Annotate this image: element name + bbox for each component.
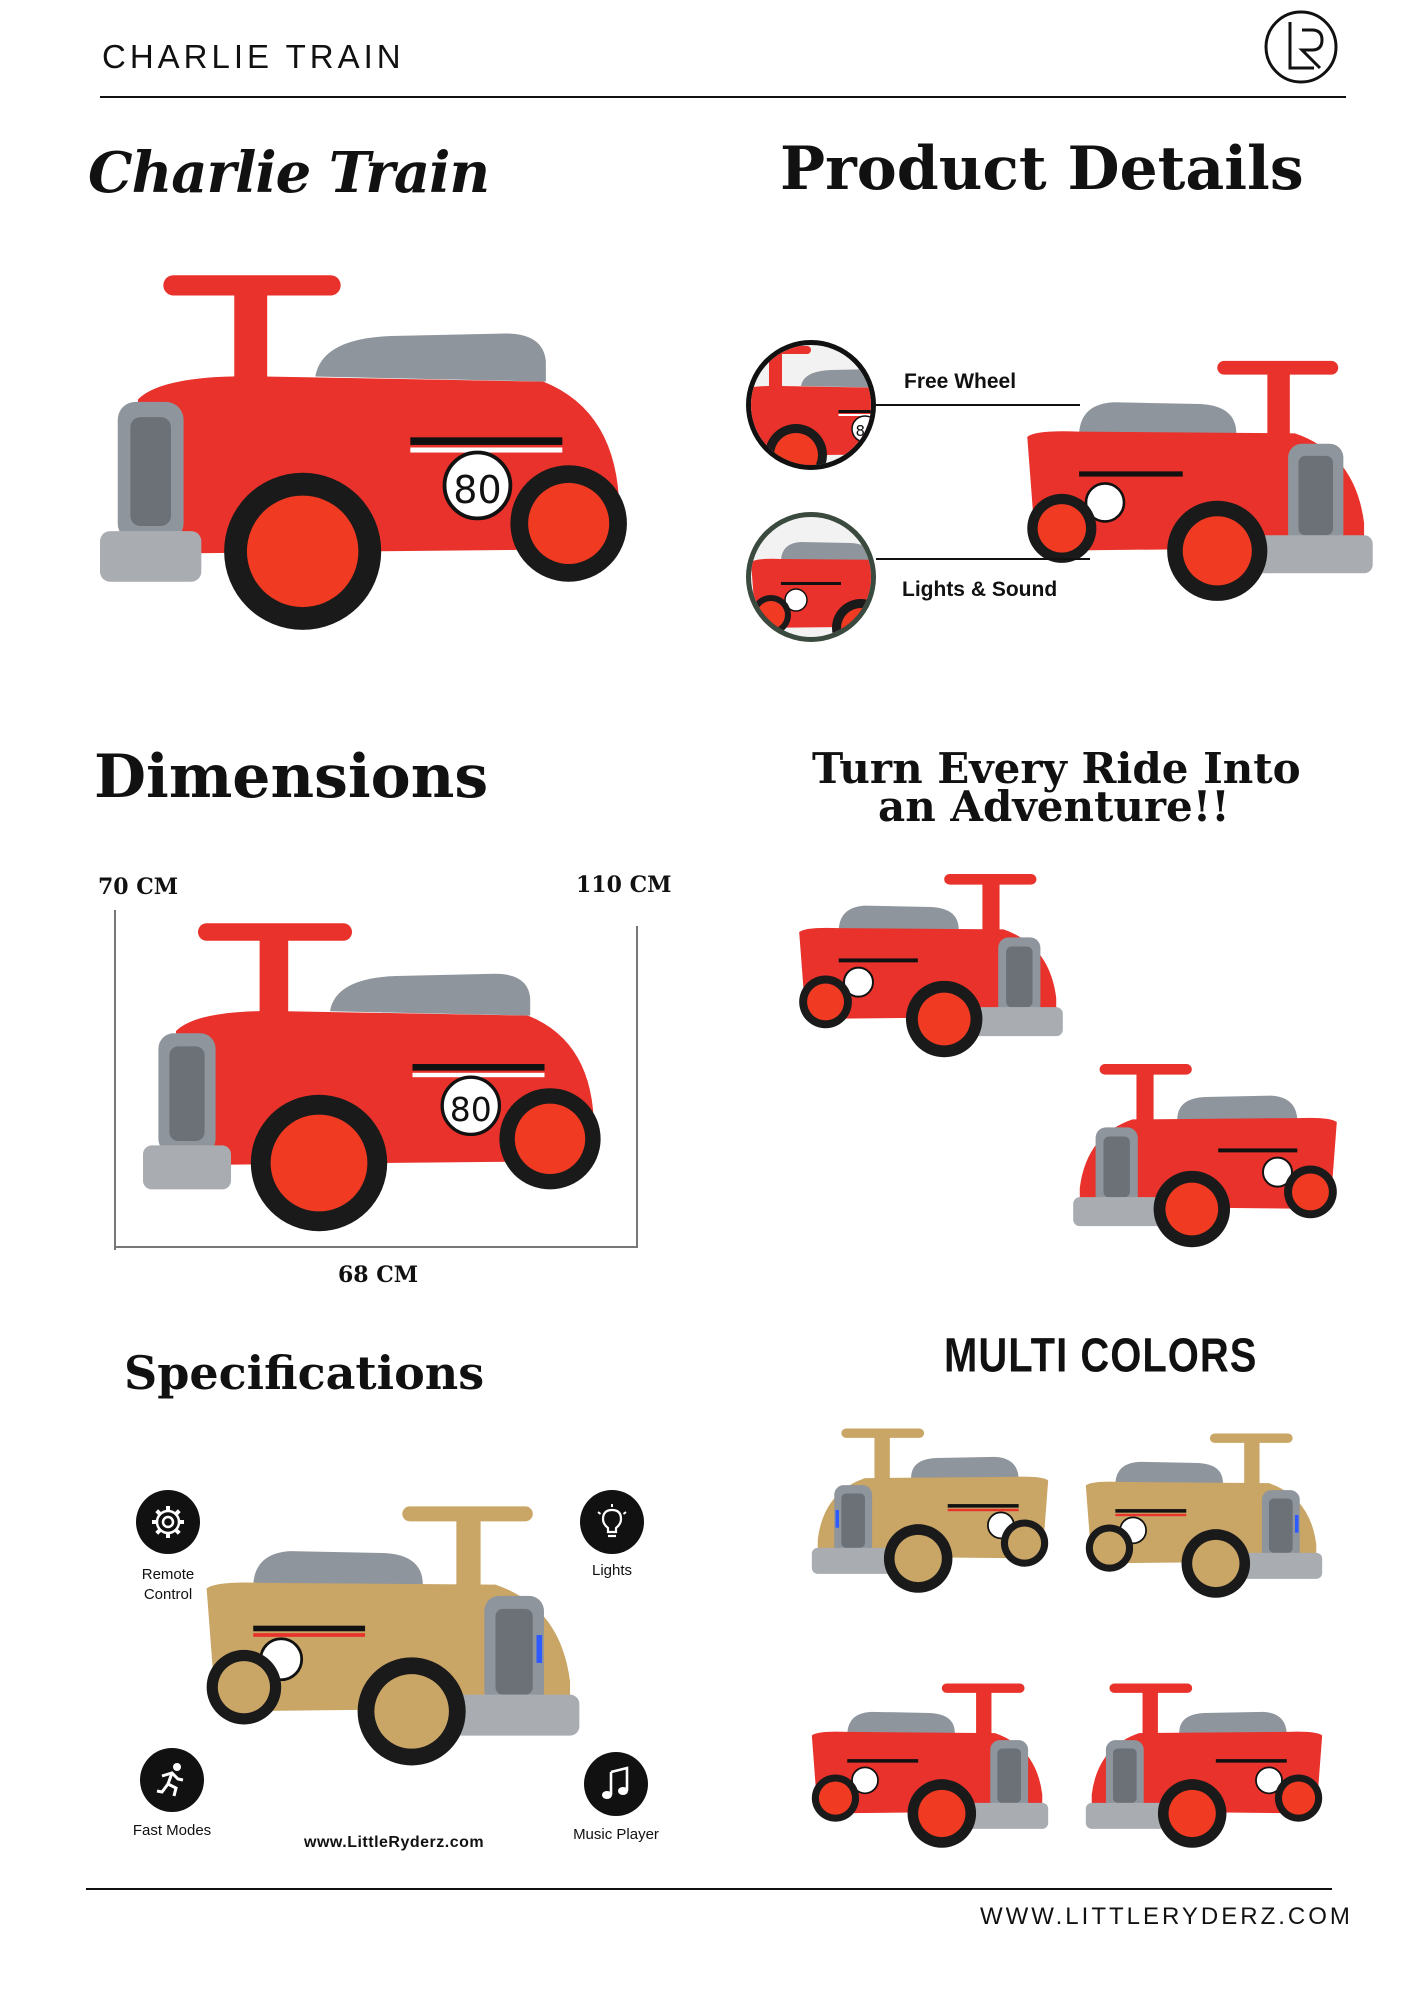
width-measure-line <box>114 1246 638 1248</box>
specifications-title: Specifications <box>124 1346 485 1400</box>
gear-icon <box>136 1490 200 1554</box>
width-label: 68 CM <box>338 1262 419 1288</box>
feature-music-player <box>584 1752 648 1816</box>
hero-product-image <box>86 260 646 640</box>
adventure-image-1 <box>786 860 1076 1070</box>
adventure-title-line2: an Adventure!! <box>878 782 1230 831</box>
dimensions-product-image <box>124 910 624 1240</box>
lights-label: Lights <box>591 1562 633 1579</box>
lights-sound-label: Lights & Sound <box>902 578 1058 601</box>
lightbulb-icon <box>580 1490 644 1554</box>
free-wheel-zoom <box>746 340 876 470</box>
product-details-image <box>1010 330 1390 630</box>
lights-sound-leader-line <box>876 558 1090 560</box>
lights-sound-zoom <box>746 512 876 642</box>
specifications-product-image <box>188 1480 598 1790</box>
feature-lights <box>580 1490 644 1554</box>
height-left-label: 70 CM <box>98 874 179 900</box>
adventure-title-line1: Turn Every Ride Into <box>812 744 1301 793</box>
remote-control-label-line1: Remote <box>141 1566 195 1583</box>
feature-remote-control <box>136 1490 200 1554</box>
free-wheel-leader-line <box>876 404 1080 406</box>
header-title: CHARLIE TRAIN <box>102 38 405 75</box>
fast-modes-label: Fast Modes <box>132 1822 212 1839</box>
multi-color-red-2 <box>1074 1660 1334 1870</box>
free-wheel-label: Free Wheel <box>904 370 1017 393</box>
music-note-icon <box>584 1752 648 1816</box>
footer-url[interactable]: WWW.LITTLERYDERZ.COM <box>980 1903 1353 1930</box>
height-right-label: 110 CM <box>576 872 672 898</box>
music-player-label: Music Player <box>573 1826 659 1843</box>
multi-colors-title: MULTI COLORS <box>944 1329 1258 1383</box>
product-details-title: Product Details <box>780 134 1304 204</box>
lr-monogram-logo <box>1262 8 1340 86</box>
adventure-image-2 <box>1060 1030 1350 1280</box>
remote-control-label-line2: Control <box>143 1586 193 1603</box>
header-divider <box>100 96 1346 98</box>
dimensions-title: Dimensions <box>94 742 489 812</box>
specifications-website: www.LittleRyderz.com <box>304 1834 485 1851</box>
multi-color-gold-1 <box>800 1410 1060 1610</box>
multi-color-red-1 <box>800 1660 1060 1870</box>
feature-fast-modes <box>140 1748 204 1812</box>
height-right-measure-line <box>636 926 638 1248</box>
runner-icon <box>140 1748 204 1812</box>
height-left-measure-line <box>114 910 116 1250</box>
footer-divider <box>86 1888 1332 1890</box>
charlie-train-title: Charlie Train <box>88 140 490 206</box>
multi-color-gold-2 <box>1074 1410 1334 1620</box>
